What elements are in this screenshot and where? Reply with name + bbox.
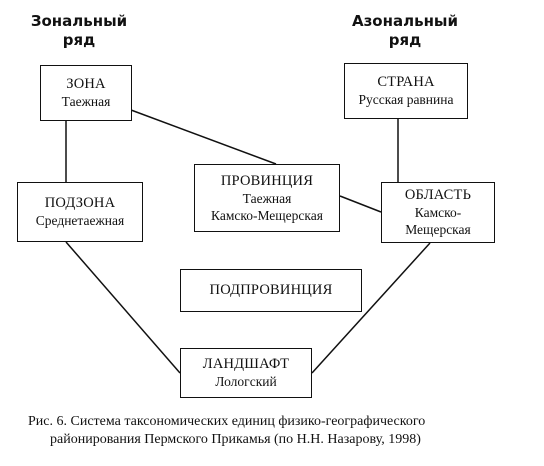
box-provintsiya-subtitle-line2: Камско-Мещерская [211,207,323,223]
box-podprovintsiya-title: ПОДПРОВИНЦИЯ [209,282,333,298]
box-zona-title: ЗОНА [66,76,106,92]
figure-caption-line1: Рис. 6. Система таксономических единиц ф… [28,414,426,429]
zonal-row-header-line1: Зональный [30,12,128,30]
box-provintsiya-title: ПРОВИНЦИЯ [220,172,314,189]
box-podzona-title: ПОДЗОНА [44,195,116,211]
zonal-row-header-line2: ряд [62,31,96,49]
line-podzona-landshaft [65,241,181,374]
box-oblast-subtitle-line1: Камско- [414,205,462,220]
box-podprovintsiya: ПОДПРОВИНЦИЯ [180,269,362,312]
azonal-row-header: Азональный ряд [340,12,470,50]
box-oblast-subtitle-line2: Мещерская [405,222,471,237]
box-strana-title: СТРАНА [377,74,435,90]
zonal-row-header: Зональный ряд [24,12,134,50]
box-podzona: ПОДЗОНА Среднетаежная [17,182,143,242]
box-strana: СТРАНА Русская равнина [344,63,468,119]
box-landshaft-title: ЛАНДШАФТ [202,356,290,372]
box-provintsiya-subtitle-line1: Таежная [242,190,292,206]
box-landshaft: ЛАНДШАФТ Лологский [180,348,312,398]
box-landshaft-subtitle: Лологский [215,374,277,389]
box-strana-subtitle: Русская равнина [358,92,454,107]
box-zona: ЗОНА Таежная [40,65,132,121]
line-oblast-landshaft [311,242,431,374]
box-podzona-subtitle: Среднетаежная [35,213,125,228]
box-oblast-title: ОБЛАСТЬ [404,187,472,203]
line-provintsiya-oblast [339,195,382,213]
azonal-row-header-line2: ряд [388,31,422,49]
line-zona-provintsiya [130,109,277,165]
box-provintsiya: ПРОВИНЦИЯ Таежная Камско-Мещерская [194,164,340,232]
box-oblast: ОБЛАСТЬ Камско- Мещерская [381,182,495,243]
figure-caption: Рис. 6. Система таксономических единиц ф… [28,413,528,449]
azonal-row-header-line1: Азональный [351,12,459,30]
box-zona-subtitle: Таежная [61,94,111,109]
figure-caption-line2: районирования Пермского Прикамья (по Н.Н… [50,432,421,447]
